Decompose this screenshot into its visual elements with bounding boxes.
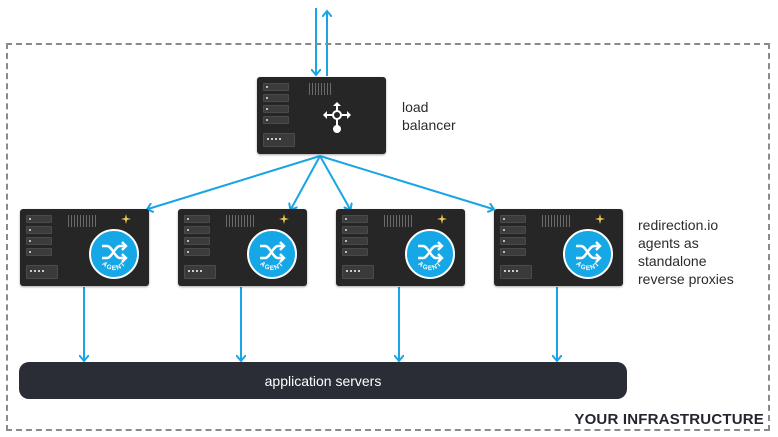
agent-server-4: AGENT bbox=[494, 209, 623, 286]
sparkle-icon bbox=[595, 214, 605, 224]
shuffle-icon: AGENT bbox=[574, 241, 602, 272]
load-balancer-label: load balancer bbox=[402, 98, 456, 134]
server-vent bbox=[542, 215, 570, 227]
agents-label: redirection.io agents as standalone reve… bbox=[638, 216, 774, 288]
agent-badge-text: AGENT bbox=[100, 260, 126, 272]
server-drive bbox=[26, 265, 58, 279]
server-slots bbox=[263, 83, 289, 127]
shuffle-icon: AGENT bbox=[258, 241, 286, 272]
lb-to-agent-4-arrow bbox=[319, 155, 493, 209]
shuffle-icon: AGENT bbox=[416, 241, 444, 272]
server-slots bbox=[184, 215, 210, 259]
application-servers-label: application servers bbox=[264, 372, 382, 389]
server-drive bbox=[500, 265, 532, 279]
lb-to-agent-1-arrow bbox=[148, 155, 321, 209]
sparkle-icon bbox=[437, 214, 447, 224]
agent-badge-text: AGENT bbox=[416, 260, 442, 272]
server-vent bbox=[226, 215, 254, 227]
server-vent bbox=[384, 215, 412, 227]
agents-label-line-1: redirection.io bbox=[638, 217, 719, 233]
server-drive bbox=[184, 265, 216, 279]
network-distribution-icon bbox=[323, 102, 351, 133]
svg-text:AGENT: AGENT bbox=[100, 260, 127, 272]
server-slots bbox=[500, 215, 526, 259]
agent-server-3: AGENT bbox=[336, 209, 465, 286]
server-slots bbox=[342, 215, 368, 259]
load-balancer-server bbox=[257, 77, 386, 154]
agent-server-1: AGENT bbox=[20, 209, 149, 286]
sparkle-icon bbox=[279, 214, 289, 224]
lb-to-agent-3-arrow bbox=[319, 155, 350, 209]
agent-badge: AGENT bbox=[405, 229, 455, 279]
agent-server-2: AGENT bbox=[178, 209, 307, 286]
infrastructure-label: YOUR INFRASTRUCTURE bbox=[570, 411, 768, 428]
sparkle-icon bbox=[121, 214, 131, 224]
agent-badge-text: AGENT bbox=[574, 260, 600, 272]
agent-badge-text: AGENT bbox=[258, 260, 284, 272]
svg-text:AGENT: AGENT bbox=[258, 260, 285, 272]
infrastructure-boundary bbox=[6, 43, 770, 431]
svg-text:AGENT: AGENT bbox=[416, 260, 443, 272]
agents-label-line-2: agents as bbox=[638, 235, 699, 251]
application-servers-bar: application servers bbox=[19, 362, 627, 399]
server-vent bbox=[309, 83, 333, 95]
server-slots bbox=[26, 215, 52, 259]
lb-to-agent-2-arrow bbox=[291, 155, 321, 209]
agent-badge: AGENT bbox=[563, 229, 613, 279]
agents-label-line-3: standalone bbox=[638, 253, 707, 269]
server-drive bbox=[263, 133, 295, 147]
server-drive bbox=[342, 265, 374, 279]
agents-label-line-4: reverse proxies bbox=[638, 271, 734, 287]
load-balancer-label-line-1: load bbox=[402, 99, 429, 115]
shuffle-icon: AGENT bbox=[100, 241, 128, 272]
server-vent bbox=[68, 215, 96, 227]
load-balancer-label-line-2: balancer bbox=[402, 117, 456, 133]
agent-badge: AGENT bbox=[247, 229, 297, 279]
agent-badge: AGENT bbox=[89, 229, 139, 279]
svg-text:AGENT: AGENT bbox=[574, 260, 601, 272]
